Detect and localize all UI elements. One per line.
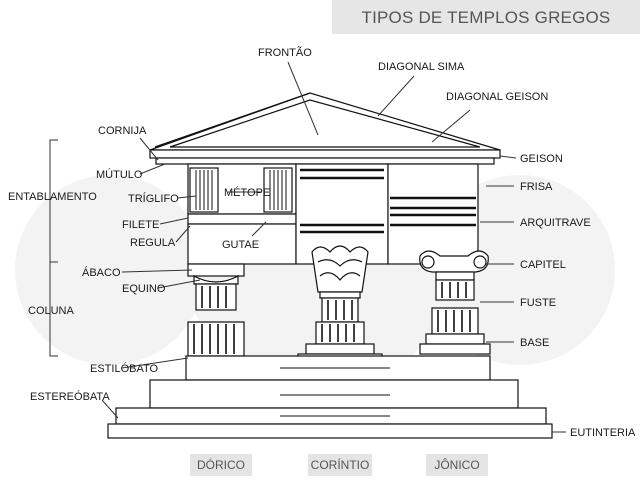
ionic-shaft-lower bbox=[431, 307, 479, 335]
label-arquitrave: ARQUITRAVE bbox=[520, 217, 591, 229]
label-mutulo: MÚTULO bbox=[96, 168, 143, 181]
label-geison: GEISON bbox=[520, 153, 563, 165]
label-entablamento: ENTABLAMENTO bbox=[8, 191, 97, 203]
caption-corinthian-text: CORÍNTIO bbox=[310, 458, 370, 472]
doric-architrave bbox=[187, 213, 297, 225]
label-eutinteria: EUTINTERIA bbox=[570, 427, 636, 439]
geison bbox=[149, 149, 501, 159]
caption-ionic-text: JÔNICO bbox=[434, 458, 480, 472]
doric-fluting bbox=[193, 286, 235, 354]
title-banner: TIPOS DE TEMPLOS GREGOS bbox=[332, 0, 640, 34]
left-brackets bbox=[49, 139, 58, 357]
caption-corinthian: CORÍNTIO bbox=[308, 454, 372, 476]
label-metope: MÉTOPE bbox=[224, 186, 270, 199]
ionic-capital bbox=[419, 250, 489, 281]
label-coluna: COLUNA bbox=[28, 305, 75, 317]
label-fronton: FRONTÃO bbox=[258, 46, 312, 59]
label-gutae: GUTAE bbox=[222, 239, 259, 251]
label-cornija: CORNIJA bbox=[98, 125, 147, 137]
ionic-shaft-top bbox=[435, 279, 475, 301]
caption-ionic: JÔNICO bbox=[426, 454, 488, 476]
label-diagonal-sima: DIAGONAL SIMA bbox=[378, 61, 465, 73]
caption-doric-text: DÓRICO bbox=[197, 458, 245, 472]
doric-abacus bbox=[187, 263, 245, 277]
leader-lines bbox=[101, 61, 566, 433]
triglyph-grooves bbox=[195, 170, 287, 210]
doric-echinus bbox=[193, 274, 239, 285]
label-diagonal-geison: DIAGONAL GEISON bbox=[446, 91, 548, 103]
label-estereobata: ESTEREÓBATA bbox=[30, 390, 110, 403]
doric-shaft-bottom bbox=[187, 321, 245, 357]
label-frisa: FRISA bbox=[520, 181, 553, 193]
label-abaco: ÁBACO bbox=[82, 266, 121, 279]
corinthian-base bbox=[305, 343, 375, 355]
corinthian-capital bbox=[311, 245, 369, 299]
label-triglifo: TRÍGLIFO bbox=[128, 192, 179, 205]
corinthian-shaft-lower bbox=[315, 321, 365, 345]
pediment-inner bbox=[169, 99, 481, 148]
label-regula: REGULA bbox=[130, 237, 176, 249]
caption-doric: DÓRICO bbox=[190, 454, 252, 476]
euthynteria-step bbox=[107, 423, 553, 439]
label-estilobato: ESTILÓBATO bbox=[90, 362, 159, 375]
label-capitel: CAPITEL bbox=[520, 259, 566, 271]
label-fuste: FUSTE bbox=[520, 297, 556, 309]
step-1 bbox=[149, 379, 519, 409]
ionic-base bbox=[425, 333, 485, 345]
temple-drawing bbox=[107, 92, 553, 439]
labels: FRONTÃO DIAGONAL SIMA DIAGONAL GEISON CO… bbox=[8, 46, 636, 439]
label-filete: FILETE bbox=[122, 219, 159, 231]
label-equino: EQUINO bbox=[122, 283, 166, 295]
label-base: BASE bbox=[520, 337, 549, 349]
diagram-title: TIPOS DE TEMPLOS GREGOS bbox=[361, 8, 611, 27]
